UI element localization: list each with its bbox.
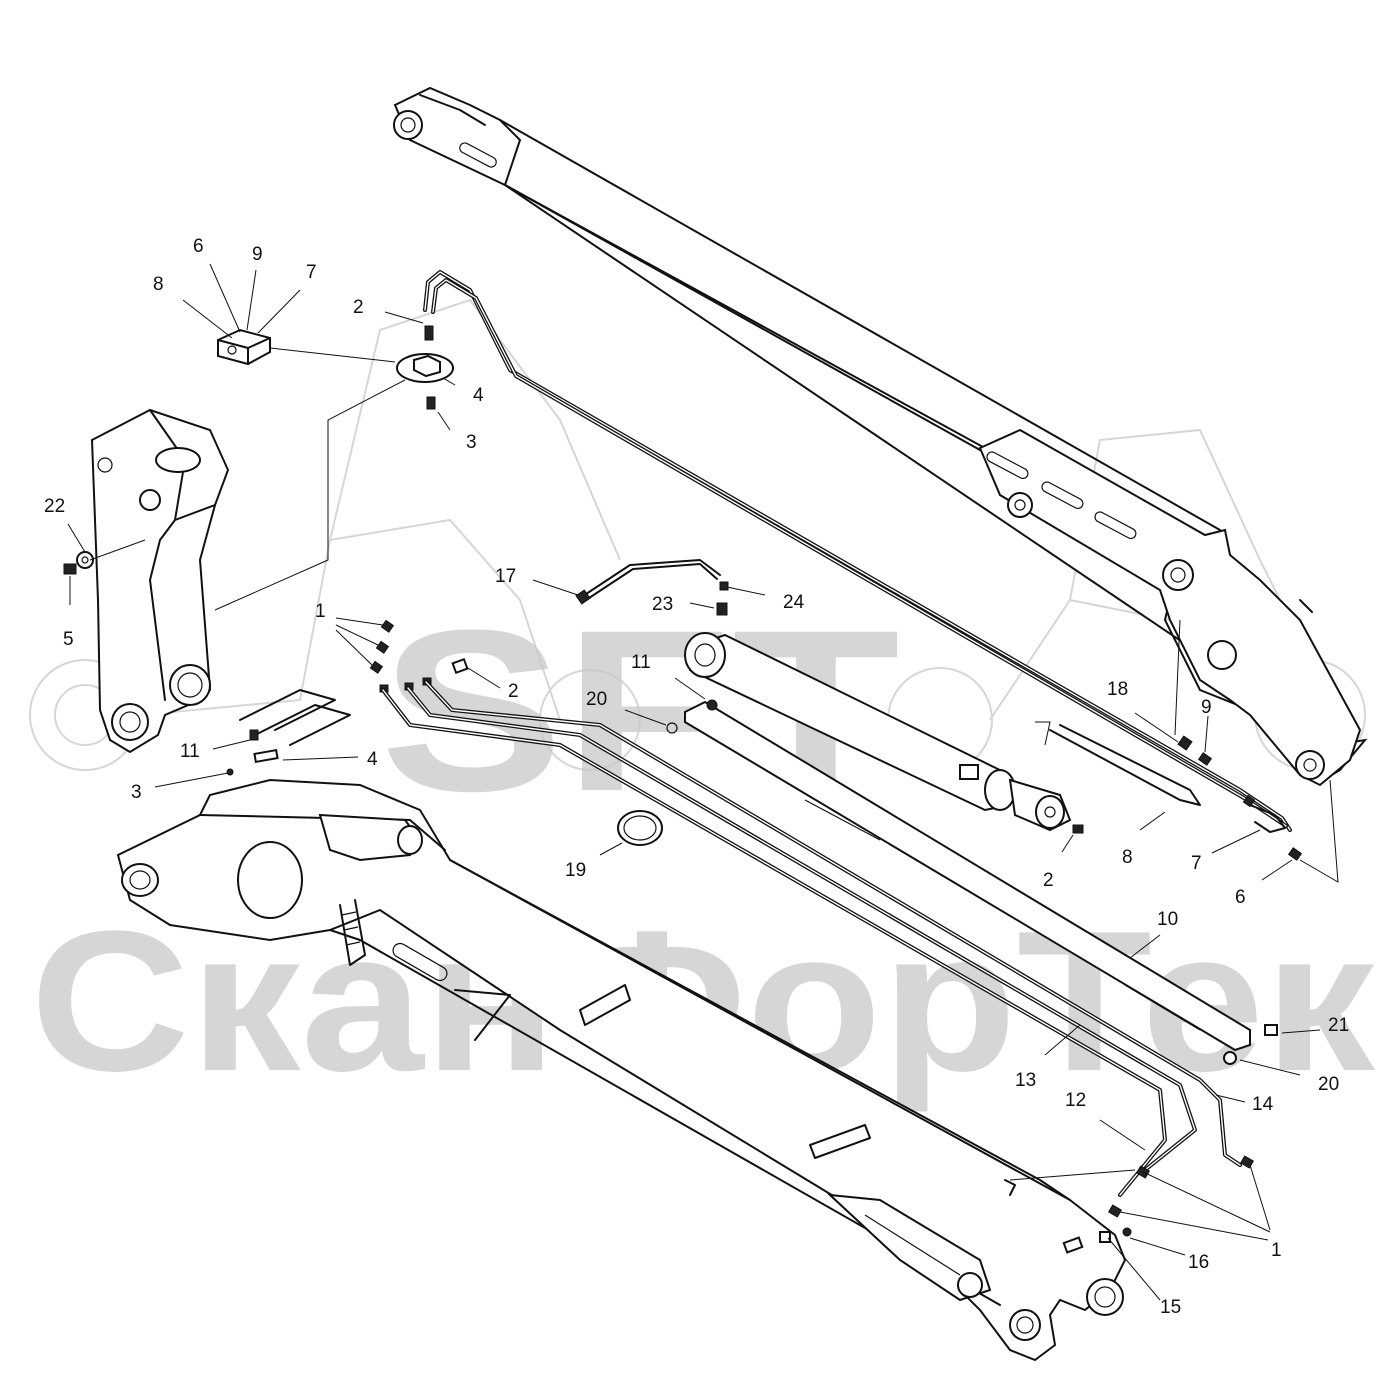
callout-13: 13	[1015, 1070, 1036, 1091]
boom-pipes	[381, 680, 1255, 1218]
callout-6-top: 6	[193, 236, 204, 257]
callout-10: 10	[1157, 909, 1178, 930]
callout-4-left: 4	[367, 749, 378, 770]
callout-20-mid: 20	[586, 689, 607, 710]
callout-14: 14	[1252, 1094, 1274, 1115]
hose-clamp	[617, 810, 663, 846]
clamp-block	[214, 325, 454, 611]
callout-17: 17	[495, 566, 516, 587]
callout-20-right: 20	[1318, 1074, 1339, 1095]
link-bracket	[63, 408, 230, 754]
callout-15: 15	[1160, 1297, 1181, 1318]
callout-1-left: 1	[315, 601, 326, 622]
callout-11-mid: 11	[631, 652, 651, 673]
callout-3-top: 3	[466, 432, 477, 453]
callout-2-mid: 2	[508, 681, 519, 702]
callout-9-top: 9	[252, 244, 263, 265]
callout-16: 16	[1188, 1252, 1209, 1273]
callout-5: 5	[63, 629, 74, 650]
callout-4-top: 4	[473, 385, 484, 406]
callout-11-left: 11	[180, 741, 200, 762]
callout-12: 12	[1065, 1090, 1086, 1111]
upper-boom	[393, 86, 1368, 787]
callout-19: 19	[565, 860, 586, 881]
tip-fittings	[1062, 1227, 1132, 1254]
callout-2-top: 2	[353, 297, 364, 318]
hydraulic-cylinder	[575, 559, 1084, 834]
leader-lines	[67, 263, 1321, 1301]
callout-8-right: 8	[1122, 847, 1133, 868]
lower-boom	[116, 778, 1127, 1362]
guard-bar	[666, 699, 1278, 1065]
callout-7-top: 7	[306, 262, 317, 283]
callout-21: 21	[1328, 1015, 1349, 1036]
callout-22: 22	[44, 496, 65, 517]
callout-24: 24	[783, 592, 805, 613]
callout-8-top: 8	[153, 274, 164, 295]
upper-boom-pipes	[423, 270, 1339, 883]
callout-7-right: 7	[1191, 853, 1202, 874]
callout-9-right: 9	[1201, 697, 1212, 718]
callout-2-right: 2	[1043, 870, 1054, 891]
callout-6-right: 6	[1235, 887, 1246, 908]
watermark-tractor-left	[29, 298, 641, 771]
callout-18: 18	[1107, 679, 1128, 700]
callout-23: 23	[652, 594, 673, 615]
callout-3-left: 3	[131, 782, 142, 803]
callout-1-right: 1	[1271, 1240, 1282, 1261]
callout-labels: 8 6 9 7 2 4 3 22 5 1 11 3 4 2 17 24 23 1…	[44, 236, 1349, 1318]
